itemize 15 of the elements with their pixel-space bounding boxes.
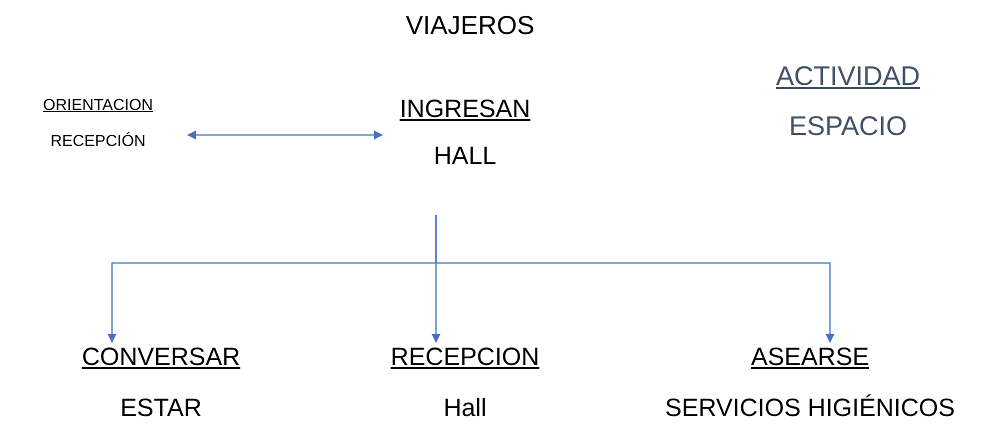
activity-label: ASEARSE bbox=[750, 342, 870, 373]
title: VIAJEROS bbox=[404, 9, 536, 42]
activity-label: ORIENTACION bbox=[43, 96, 153, 116]
space-label: SERVICIOS HIGIÉNICOS bbox=[665, 393, 955, 424]
activity-label: CONVERSAR bbox=[82, 342, 240, 373]
space-label: ESTAR bbox=[120, 393, 202, 424]
arrow bbox=[435, 215, 834, 343]
legend-space-text: ESPACIO bbox=[788, 110, 908, 143]
space-label: HALL bbox=[434, 141, 496, 172]
arrow bbox=[187, 130, 383, 140]
legend-activity-text: ACTIVIDAD bbox=[776, 60, 920, 93]
activity-label: RECEPCION bbox=[390, 342, 540, 373]
activity-label: INGRESAN bbox=[400, 94, 530, 125]
space-label: Hall bbox=[443, 393, 487, 424]
space-label: RECEPCIÓN bbox=[50, 132, 146, 152]
